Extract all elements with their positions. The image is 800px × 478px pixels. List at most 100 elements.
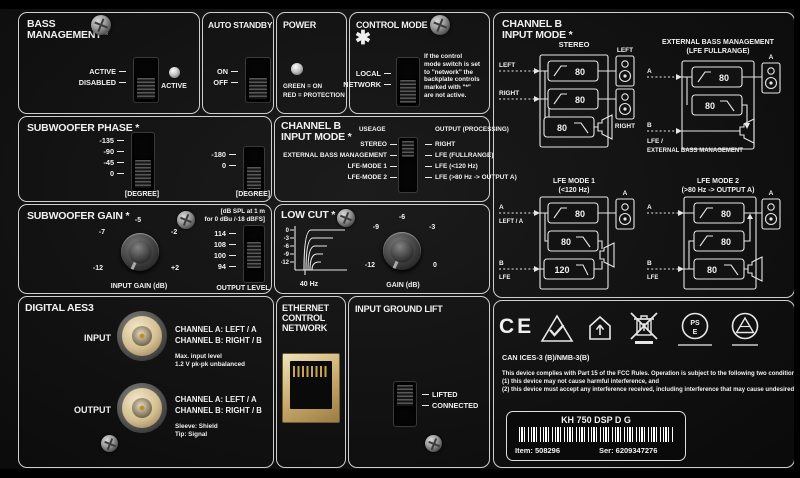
lowcut-tick: -12 — [364, 262, 375, 269]
rj45-latch — [301, 399, 321, 406]
output-level-caption: OUTPUT LEVEL — [216, 285, 270, 292]
fcc-line-1: This device complies with Part 15 of the… — [502, 371, 800, 377]
graph-x-label: 40 Hz — [299, 281, 319, 288]
section-subwoofer-gain: SUBWOOFER GAIN * -5 -7 -2 -12 +2 INPUT G… — [18, 204, 272, 294]
auto-standby-switch[interactable] — [245, 57, 271, 103]
svg-text:80: 80 — [719, 73, 729, 83]
slider-knob[interactable] — [134, 159, 152, 189]
model-number: KH 750 DSP D G — [561, 415, 631, 425]
switch-knob[interactable] — [396, 384, 414, 408]
switch-knob[interactable] — [399, 78, 417, 104]
section-title: DIGITAL AES3 — [25, 302, 94, 314]
svg-text:-12: -12 — [281, 260, 290, 266]
switch-label-connected: CONNECTED — [419, 401, 478, 410]
switch-label-disabled: DISABLED — [47, 78, 129, 87]
stereo-diagram: STEREO LEFT RIGHT 80 80 80 LEFT RIGHT — [499, 40, 635, 148]
output-level-slider[interactable] — [243, 225, 265, 283]
external-bass-management-diagram: EXTERNAL BASS MANAGEMENT (LFE FULLRANGE)… — [647, 39, 781, 154]
ground-lift-switch[interactable] — [393, 381, 417, 427]
svg-text:120: 120 — [554, 265, 569, 275]
input-note: Max. input level — [175, 353, 222, 360]
input-gain-knob[interactable] — [121, 233, 159, 271]
svg-text:-3: -3 — [284, 236, 290, 242]
ce-mark: CE — [499, 315, 535, 338]
svg-text:A: A — [623, 190, 628, 197]
screw — [337, 209, 355, 227]
switch-label-network: NETWORK — [343, 80, 394, 89]
section-title: CONTROL MODE — [356, 20, 428, 30]
weee-bin-icon — [630, 312, 658, 344]
control-mode-switch[interactable] — [396, 57, 420, 107]
switch-label-lifted: LIFTED — [419, 390, 458, 399]
item-number: Item: 508296 — [515, 446, 561, 455]
channel-b-mode-switch[interactable] — [398, 137, 418, 193]
power-note-green: GREEN = ON — [283, 83, 323, 90]
gain-tick: -12 — [92, 265, 103, 272]
switch-knob[interactable] — [136, 76, 156, 100]
slider-knob[interactable] — [246, 166, 262, 190]
aes-input-bnc-connector[interactable] — [117, 311, 167, 361]
knob-cap — [390, 239, 414, 263]
fcc-line-2: (1) this device may not cause harmful in… — [502, 379, 660, 385]
can-ices-text: CAN ICES-3 (B)/NMB-3(B) — [502, 353, 590, 362]
input-channel-b: CHANNEL B: RIGHT / B — [175, 336, 262, 345]
bottom-edge — [0, 469, 800, 478]
ethernet-rj45-port[interactable] — [282, 353, 340, 423]
gain-caption: INPUT GAIN (dB) — [110, 283, 168, 290]
svg-text:EXTERNAL BASS MANAGEMENT: EXTERNAL BASS MANAGEMENT — [662, 39, 775, 46]
switch-label-on: ON — [211, 67, 241, 76]
screw — [425, 435, 442, 452]
fcc-line-3: (2) this device must accept any interfer… — [502, 387, 800, 393]
aes-output-bnc-connector[interactable] — [117, 383, 167, 433]
phase-caption: [DEGREE] — [235, 191, 271, 198]
svg-text:LEFT: LEFT — [617, 47, 633, 54]
svg-text:A: A — [647, 68, 652, 75]
phase-slider-180[interactable] — [243, 146, 265, 193]
svg-text:80: 80 — [705, 101, 715, 111]
switch-label-local: LOCAL — [352, 69, 394, 78]
slider-knob[interactable] — [246, 240, 262, 270]
svg-text:LFE MODE 2: LFE MODE 2 — [697, 178, 739, 185]
svg-text:A: A — [769, 54, 774, 61]
section-ground-lift: INPUT GROUND LIFT LIFTED CONNECTED — [348, 296, 490, 468]
gain-tick: -7 — [98, 229, 105, 236]
input-label: INPUT — [84, 333, 111, 343]
bass-management-switch[interactable] — [133, 57, 159, 103]
right-edge — [794, 0, 800, 478]
section-auto-standby: AUTO STANDBY ON OFF — [202, 12, 274, 114]
section-control-mode: CONTROL MODE ✱ LOCAL NETWORK If the cont… — [343, 12, 490, 114]
phase-slider-coarse[interactable] — [131, 132, 155, 192]
svg-text:80: 80 — [575, 209, 585, 219]
level-tick: 94 — [179, 262, 239, 271]
pse-mark-icon: PS E — [681, 312, 709, 340]
barcode — [519, 427, 673, 442]
section-power: POWER GREEN = ON RED = PROTECTION — [276, 12, 347, 114]
section-subwoofer-phase: SUBWOOFER PHASE * -135 -90 -45 0 [DEGREE… — [18, 116, 272, 202]
switch-label-active: ACTIVE — [47, 67, 129, 76]
screw — [177, 211, 195, 229]
pse-subtext — [678, 344, 712, 346]
svg-text:RIGHT: RIGHT — [615, 123, 635, 130]
switch-knob[interactable] — [401, 140, 415, 159]
section-title: SUBWOOFER PHASE * — [27, 122, 140, 134]
screw — [430, 15, 450, 35]
svg-text:A: A — [647, 204, 652, 211]
screw — [91, 15, 111, 35]
svg-text:80: 80 — [707, 265, 717, 275]
lowcut-tick: -3 — [429, 224, 436, 231]
output-label: OUTPUT — [74, 405, 111, 415]
svg-text:80: 80 — [575, 67, 585, 77]
input-channel-a: CHANNEL A: LEFT / A — [175, 325, 257, 334]
svg-text:LEFT / A: LEFT / A — [499, 219, 524, 225]
switch-knob[interactable] — [248, 76, 268, 100]
svg-text:80: 80 — [721, 209, 731, 219]
low-cut-gain-knob[interactable] — [383, 232, 421, 270]
